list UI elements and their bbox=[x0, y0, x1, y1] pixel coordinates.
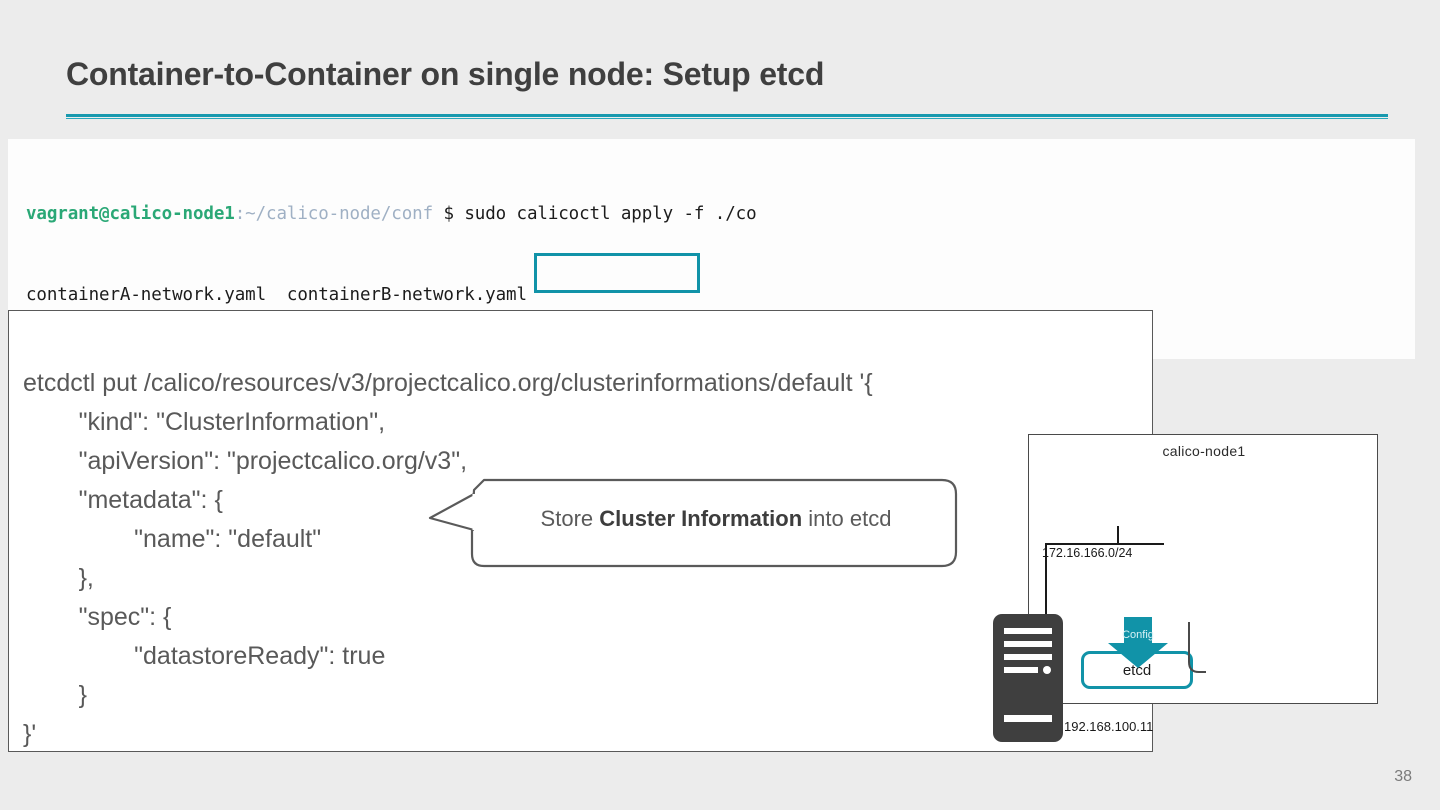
network-bus-line bbox=[1046, 543, 1164, 545]
server-connection-line bbox=[1045, 543, 1047, 616]
callout-bubble-text: Store Cluster Information into etcd bbox=[540, 506, 892, 531]
terminal-command: sudo calicoctl apply -f ./co bbox=[464, 204, 757, 224]
terminal-line: containerA-network.yaml containerB-netwo… bbox=[26, 282, 976, 309]
title-underline-rule-secondary bbox=[66, 118, 1388, 119]
terminal-output: vagrant@calico-node1:~/calico-node/conf … bbox=[26, 147, 976, 359]
slide-page-number: 38 bbox=[1394, 768, 1412, 785]
terminal-prompt-path: :~/calico-node/conf bbox=[234, 204, 434, 224]
terminal-prompt-user: vagrant@calico-node1 bbox=[26, 204, 235, 224]
callout-bubble-shape bbox=[428, 478, 958, 568]
network-subnet-label: 172.16.166.0/24 bbox=[1042, 546, 1133, 560]
etcd-self-loop-arrow bbox=[1186, 620, 1212, 680]
etcdctl-command-text: etcdctl put /calico/resources/v3/project… bbox=[23, 369, 873, 748]
terminal-line: vagrant@calico-node1:~/calico-node/conf … bbox=[26, 201, 976, 228]
server-ip-label: 192.168.100.11 bbox=[1064, 719, 1154, 734]
command-highlight-box bbox=[534, 253, 700, 293]
title-underline-rule bbox=[66, 114, 1388, 117]
config-arrow-icon bbox=[1106, 617, 1170, 669]
etcd-label: etcd bbox=[1122, 662, 1152, 679]
network-bus-tick bbox=[1117, 526, 1119, 544]
server-tower-icon bbox=[993, 614, 1063, 742]
terminal-prompt-symbol: $ bbox=[433, 204, 465, 224]
callout-bubble: Store Cluster Information into etcd bbox=[424, 468, 960, 574]
calico-node-title: calico-node1 bbox=[1162, 443, 1246, 459]
terminal-output-text: containerA-network.yaml containerB-netwo… bbox=[26, 285, 527, 305]
page-title: Container-to-Container on single node: S… bbox=[66, 56, 825, 92]
code-callout-panel: etcdctl put /calico/resources/v3/project… bbox=[8, 310, 1153, 752]
